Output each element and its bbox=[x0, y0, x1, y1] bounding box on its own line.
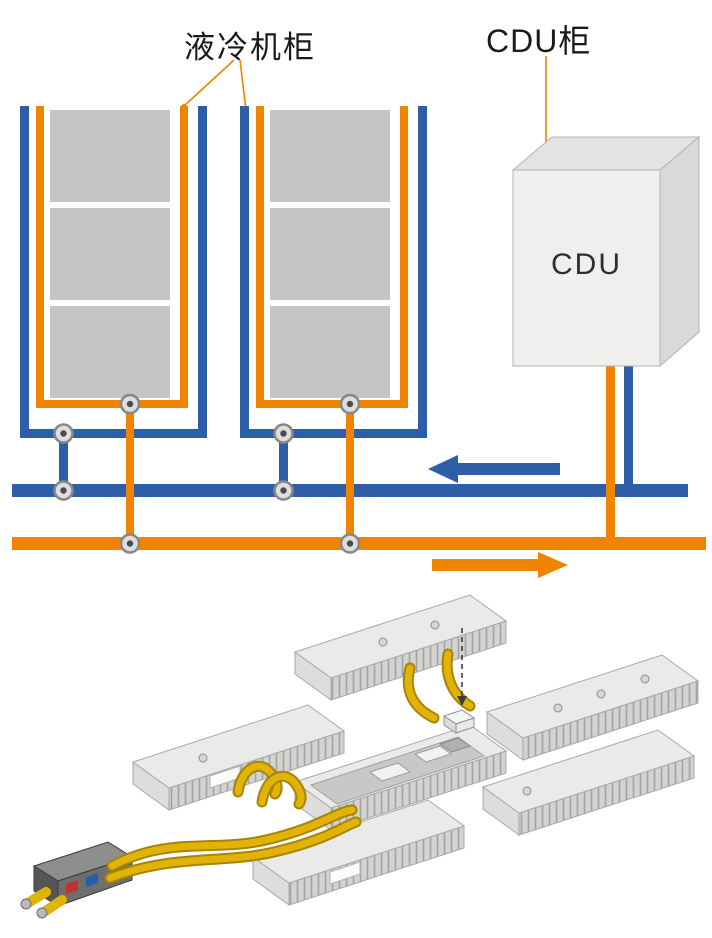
return-flow-arrow bbox=[428, 455, 560, 483]
hose-nozzle bbox=[23, 887, 51, 908]
cooling-module-4 bbox=[481, 729, 696, 836]
coolant-tube bbox=[106, 818, 360, 882]
heatsink-fins bbox=[289, 826, 464, 905]
server-module-illustration bbox=[20, 594, 700, 919]
screw bbox=[198, 753, 208, 763]
screw bbox=[640, 674, 650, 684]
connector-socket bbox=[438, 737, 472, 753]
coolant-tube bbox=[108, 806, 356, 870]
cdu-cabinet-label: CDU柜 bbox=[486, 23, 592, 59]
cdu-front-face bbox=[512, 169, 661, 367]
cabinet-leader-line-1 bbox=[183, 59, 235, 107]
insertion-arrowhead bbox=[457, 696, 467, 706]
nozzle-tip bbox=[36, 907, 48, 919]
supply-flow-arrow bbox=[432, 552, 568, 578]
cdu-box bbox=[511, 135, 701, 368]
mini-connector-side bbox=[455, 717, 475, 734]
red-port bbox=[66, 880, 78, 894]
liquid-cooled-cabinet-label: 液冷机柜 bbox=[184, 30, 316, 65]
screw bbox=[378, 637, 388, 647]
blue-port bbox=[86, 873, 98, 887]
screw bbox=[430, 620, 440, 630]
cooling-module-1 bbox=[293, 594, 508, 701]
coolant-tube bbox=[443, 650, 474, 710]
cooling-module-2 bbox=[485, 654, 700, 761]
cooling-module-5 bbox=[251, 799, 466, 906]
nozzle-tip bbox=[20, 898, 32, 910]
cdu-blue-riser bbox=[624, 358, 633, 494]
tray-component bbox=[413, 745, 453, 763]
cabinet-leader-line-2 bbox=[239, 59, 247, 111]
coolant-tubes bbox=[104, 648, 476, 884]
cdu-orange-riser bbox=[606, 358, 615, 548]
heatsink-fins bbox=[519, 756, 694, 835]
heatsink-fins bbox=[523, 681, 698, 760]
cooling-schematic bbox=[12, 56, 706, 578]
screw bbox=[596, 689, 606, 699]
cooling-tray bbox=[293, 724, 508, 831]
label-sticker bbox=[329, 861, 361, 885]
screw bbox=[553, 703, 563, 713]
coolant-tube bbox=[258, 772, 305, 808]
hose-nozzle bbox=[39, 895, 67, 917]
cdu-unit-label: CDU bbox=[551, 248, 622, 281]
screw bbox=[522, 786, 532, 796]
insertion-guide bbox=[442, 628, 476, 734]
coolant-tube bbox=[404, 664, 438, 722]
heatsink-fins bbox=[331, 751, 506, 830]
cdu-side-face bbox=[659, 135, 700, 368]
tray-component bbox=[368, 762, 412, 782]
cdu-riser-pipes bbox=[606, 358, 633, 548]
